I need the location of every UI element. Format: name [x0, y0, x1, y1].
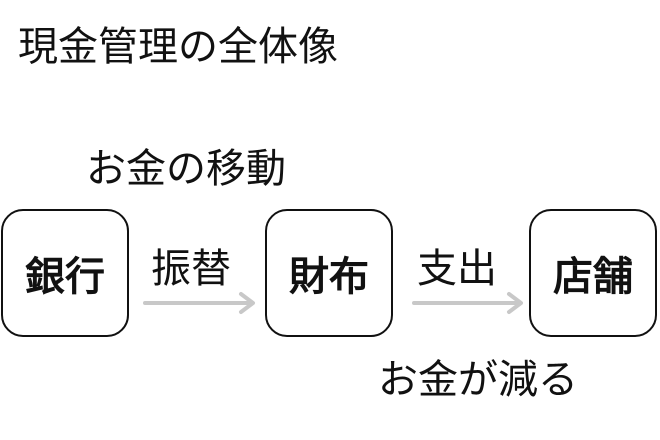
arrow-bank-to-wallet — [143, 292, 255, 314]
money-movement-caption: お金の移動 — [86, 146, 286, 192]
bank-node: 銀行 — [1, 209, 129, 337]
spending-label: 支出 — [417, 246, 497, 292]
arrow-wallet-to-store — [412, 292, 523, 314]
wallet-node-label: 財布 — [289, 254, 369, 300]
store-node-label: 店舗 — [553, 254, 633, 300]
wallet-node: 財布 — [265, 209, 393, 337]
money-decrease-caption: お金が減る — [378, 357, 578, 403]
page-title: 現金管理の全体像 — [18, 24, 338, 70]
store-node: 店舗 — [529, 209, 657, 337]
bank-node-label: 銀行 — [25, 254, 105, 300]
transfer-label: 振替 — [151, 246, 231, 292]
